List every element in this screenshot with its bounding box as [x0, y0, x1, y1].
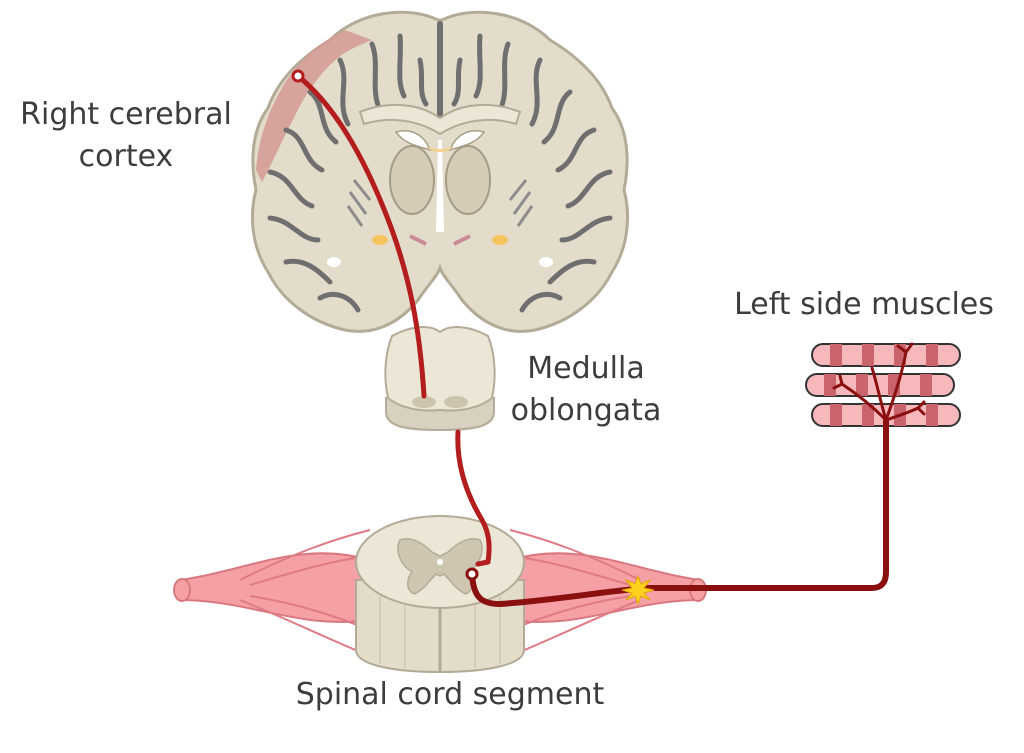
left-hemisphere-sulci [267, 33, 429, 313]
brain-coronal-section [250, 10, 630, 333]
label-cortex-line1: Right cerebral [20, 97, 232, 132]
left-internal-capsule [409, 234, 427, 246]
upper-motor-neuron-axon-brain [295, 73, 427, 399]
motor-end-branches [832, 342, 926, 422]
lower-motor-neuron [469, 342, 926, 607]
label-medulla-line2: oblongata [511, 393, 662, 428]
lower-motor-neuron-axon [469, 417, 889, 607]
corpus-callosum [358, 103, 522, 136]
right-insula [508, 179, 534, 227]
third-ventricle [436, 140, 444, 232]
spinal-cord-segment [355, 515, 525, 674]
left-ventricle [394, 130, 432, 152]
left-nerve-end [173, 578, 191, 602]
right-ventricle [448, 130, 486, 152]
right-internal-capsule [453, 234, 471, 246]
muscle-fiber-2 [805, 373, 955, 397]
label-spinal-cord-segment: Spinal cord segment [296, 677, 605, 712]
synapse-spark-icon [621, 574, 655, 606]
cortex-neuron-soma [291, 69, 305, 83]
left-basal-ganglia [389, 145, 435, 215]
muscle-fiber-1 [811, 343, 961, 367]
upper-motor-neuron [295, 73, 492, 567]
medulla-body [384, 326, 496, 412]
label-cortex-line2: cortex [79, 139, 174, 174]
label-left-side-muscles: Left side muscles [734, 287, 994, 322]
medulla-right-pyramid [444, 396, 468, 408]
fornix [426, 146, 454, 152]
right-hemisphere-sulci [451, 33, 613, 313]
right-amygdala [492, 235, 508, 245]
left-insula [346, 179, 372, 227]
gray-matter-butterfly [397, 538, 483, 595]
left-amygdala [372, 235, 388, 245]
spinal-cord-texture [379, 596, 501, 668]
left-temporal-horn [327, 257, 341, 267]
spinal-neuron-soma [465, 567, 479, 581]
label-medulla-line1: Medulla [527, 351, 644, 386]
right-cortex-highlight [256, 30, 372, 182]
right-temporal-horn [539, 257, 553, 267]
medulla-oblongata [384, 326, 496, 432]
upper-motor-neuron-axon-cord [455, 429, 492, 567]
left-side-muscles [805, 343, 961, 427]
medulla-left-pyramid [412, 396, 436, 408]
right-basal-ganglia [445, 145, 491, 215]
central-canal [437, 559, 443, 565]
